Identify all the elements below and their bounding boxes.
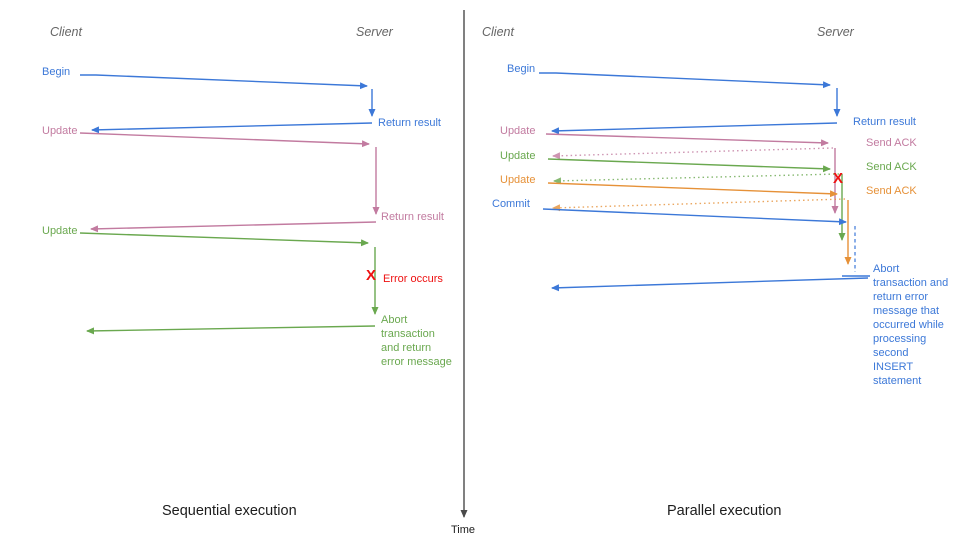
left-server-header: Server <box>356 25 393 39</box>
left-abort-label: Abort transaction and return error messa… <box>381 314 452 368</box>
right-error-x-icon: X <box>833 170 844 187</box>
right-ack1-label: Send ACK <box>866 137 917 149</box>
left-error-x-icon: X <box>366 267 377 284</box>
right-begin-request-arrow <box>539 72 831 89</box>
right-update2-ack-arrow <box>553 173 840 185</box>
left-update2-request-arrow <box>79 232 369 247</box>
left-begin-return-label: Return result <box>378 117 441 129</box>
left-update1-request-arrow <box>79 132 370 148</box>
right-panel-title: Parallel execution <box>667 503 782 519</box>
left-update1-return-arrow <box>90 221 377 233</box>
right-commit-request-arrow <box>542 208 847 226</box>
right-update1-request-arrow <box>545 133 829 147</box>
left-update1-label: Update <box>42 125 78 137</box>
right-ack3-label: Send ACK <box>866 185 917 197</box>
right-update1-ack-arrow <box>552 147 834 160</box>
left-client-header: Client <box>50 25 82 39</box>
left-panel-title: Sequential execution <box>162 503 297 519</box>
right-begin-return-label: Return result <box>853 116 916 128</box>
left-update1-return-label: Return result <box>381 211 444 223</box>
left-update2-label: Update <box>42 225 78 237</box>
right-update1-label: Update <box>500 125 536 137</box>
right-update3-label: Update <box>500 174 536 186</box>
left-begin-label: Begin <box>42 66 71 78</box>
left-error-label: Error occurs <box>383 273 443 285</box>
right-update2-request-arrow <box>547 158 831 173</box>
left-begin-request-arrow <box>80 74 368 90</box>
right-client-header: Client <box>482 25 514 39</box>
left-abort-return-arrow <box>86 325 376 335</box>
right-begin-return-arrow <box>551 122 838 135</box>
right-update3-request-arrow <box>547 182 838 198</box>
left-begin-return-arrow <box>91 122 373 134</box>
right-server-header: Server <box>817 25 854 39</box>
right-abort-label: Abort transaction and return error messa… <box>873 263 949 387</box>
time-axis-label: Time <box>451 524 476 536</box>
right-update2-label: Update <box>500 150 536 162</box>
right-ack2-label: Send ACK <box>866 161 917 173</box>
right-abort-return-arrow <box>551 277 869 292</box>
right-begin-label: Begin <box>507 63 536 75</box>
right-update3-ack-arrow <box>552 198 846 212</box>
right-commit-label: Commit <box>492 198 530 210</box>
